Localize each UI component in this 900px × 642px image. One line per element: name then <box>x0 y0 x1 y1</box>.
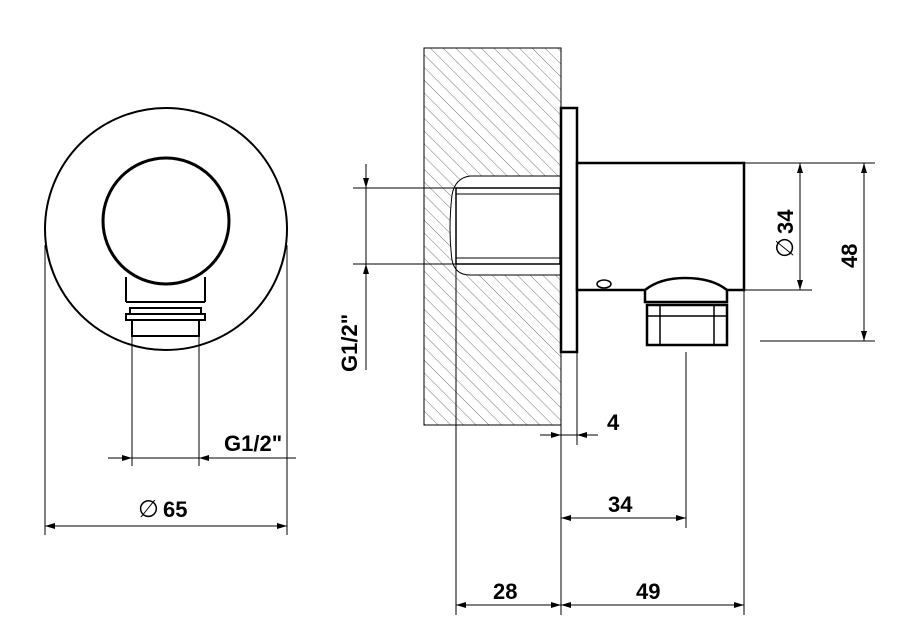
flange-plate <box>559 106 579 354</box>
front-view: G1/2" ∅ 65 <box>44 107 296 535</box>
outer-rosette-circle <box>44 107 288 351</box>
wall-pipe <box>455 187 561 265</box>
height-label: 48 <box>837 244 862 268</box>
outlet-nut <box>645 303 729 347</box>
outlet-neck <box>125 277 206 302</box>
front-diameter-label: ∅ <box>138 496 159 523</box>
screw-hole <box>596 279 612 289</box>
projection-label: 49 <box>636 579 660 604</box>
wall-depth-label: 28 <box>493 579 517 604</box>
front-diameter-value: 65 <box>163 497 187 522</box>
side-thread-label: G1/2" <box>337 314 362 372</box>
body-diameter-value: 34 <box>773 209 798 234</box>
body <box>575 161 746 292</box>
front-thread-label: G1/2" <box>224 431 282 456</box>
side-view: G1/2" ∅ 34 48 4 34 28 49 <box>337 47 875 615</box>
outlet-offset-label: 34 <box>608 492 633 517</box>
outlet-circle <box>101 156 231 286</box>
outlet-dome <box>643 276 729 304</box>
flange-thickness-label: 4 <box>607 410 620 435</box>
body-diameter-symbol: ∅ <box>772 237 799 258</box>
